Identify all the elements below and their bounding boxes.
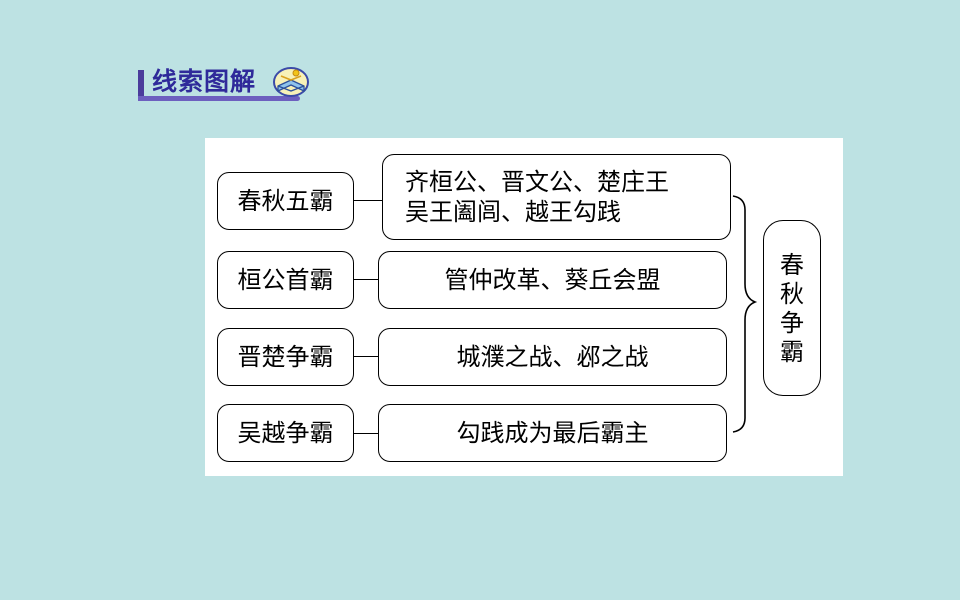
row-label-text: 吴越争霸 [237, 419, 334, 447]
open-book-icon [273, 67, 309, 97]
summary-char: 秋 [780, 280, 804, 308]
connector-line [354, 433, 378, 434]
connector-line [354, 356, 378, 357]
row-label-text: 桓公首霸 [237, 266, 334, 294]
row-label-wu-yue-rivalry: 吴越争霸 [217, 404, 354, 462]
summary-spring-autumn-hegemony: 春 秋 争 霸 [763, 220, 821, 396]
summary-char: 争 [780, 309, 804, 337]
connector-line [354, 200, 382, 201]
header-underline [138, 96, 300, 101]
row-content-text: 管仲改革、葵丘会盟 [444, 266, 661, 294]
section-header: 线索图解 [138, 66, 308, 102]
row-content-goujian-last-hegemon: 勾践成为最后霸主 [378, 404, 727, 462]
right-brace [732, 195, 758, 433]
row-content-hegemons-list: 齐桓公、晋文公、楚庄王 吴王阖闾、越王勾践 [382, 154, 731, 240]
row-label-spring-autumn-five-hegemons: 春秋五霸 [217, 172, 354, 230]
diagram-panel: 春秋五霸 齐桓公、晋文公、楚庄王 吴王阖闾、越王勾践 桓公首霸 管仲改革、葵丘会… [205, 138, 843, 476]
connector-line [354, 279, 378, 280]
row-label-duke-huan-first-hegemon: 桓公首霸 [217, 251, 354, 309]
summary-char: 春 [780, 251, 804, 279]
row-content-text: 齐桓公、晋文公、楚庄王 [405, 168, 669, 196]
row-content-text: 勾践成为最后霸主 [456, 419, 649, 447]
header-accent-bar [138, 70, 144, 100]
row-content-battles: 城濮之战、邲之战 [378, 328, 727, 386]
row-label-text: 春秋五霸 [237, 187, 334, 215]
row-content-guan-zhong-reform: 管仲改革、葵丘会盟 [378, 251, 727, 309]
header-title: 线索图解 [152, 67, 257, 96]
row-label-jin-chu-rivalry: 晋楚争霸 [217, 328, 354, 386]
row-label-text: 晋楚争霸 [237, 343, 334, 371]
row-content-text: 城濮之战、邲之战 [456, 343, 649, 371]
row-content-text: 吴王阖闾、越王勾践 [405, 198, 621, 226]
summary-char: 霸 [780, 338, 804, 366]
